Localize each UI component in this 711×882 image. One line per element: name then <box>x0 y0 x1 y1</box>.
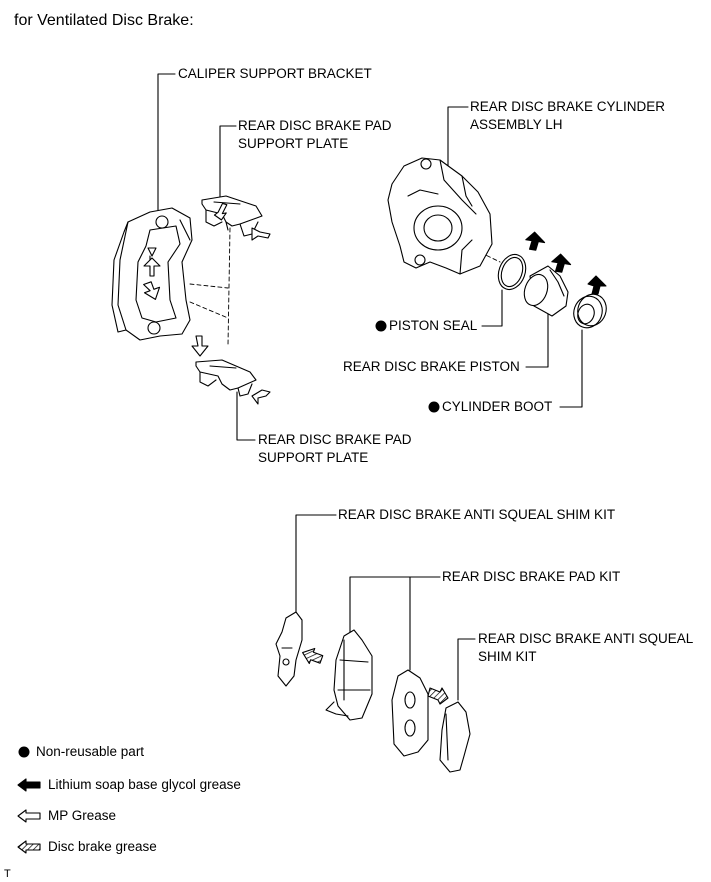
non-reusable-dot-icon <box>375 320 387 332</box>
solid-arrow-icon <box>17 778 41 792</box>
legend-mp-grease: MP Grease <box>48 808 117 823</box>
anti-squeal-shim-right <box>439 701 471 773</box>
page-title: for Ventilated Disc Brake: <box>14 12 194 29</box>
corner-mark: T <box>4 868 11 880</box>
label-cylinder-boot: CYLINDER BOOT <box>442 399 553 414</box>
brake-cylinder-assembly <box>387 157 493 275</box>
label-cylinder-assembly-line1: REAR DISC BRAKE CYLINDER <box>470 99 666 114</box>
caliper-support-bracket <box>111 207 193 341</box>
brake-piston <box>523 265 569 317</box>
legend-symbols <box>17 746 41 854</box>
legend-non-reusable: Non-reusable part <box>36 744 145 759</box>
outline-arrow-icon <box>17 809 41 823</box>
cylinder-boot <box>573 293 607 329</box>
label-anti-squeal-shim-kit-left: REAR DISC BRAKE ANTI SQUEAL SHIM KIT <box>338 507 616 522</box>
label-brake-piston: REAR DISC BRAKE PISTON <box>343 359 520 374</box>
label-anti-squeal-shim-kit-right-line1: REAR DISC BRAKE ANTI SQUEAL <box>478 631 694 646</box>
anti-squeal-shim-left <box>275 611 303 687</box>
label-pad-support-plate-lower-line1: REAR DISC BRAKE PAD <box>258 432 412 447</box>
pad-support-plate-upper <box>201 195 263 237</box>
filled-circle-icon <box>18 746 30 758</box>
label-pad-support-plate-upper-line1: REAR DISC BRAKE PAD <box>238 118 392 133</box>
brake-pad-left <box>325 629 373 721</box>
label-pad-support-plate-upper-line2: SUPPORT PLATE <box>238 136 349 151</box>
mp-grease-arrows-lower-plate <box>191 335 271 405</box>
legend-lithium-grease: Lithium soap base glycol grease <box>48 777 241 792</box>
label-pad-support-plate-lower-line2: SUPPORT PLATE <box>258 450 369 465</box>
label-cylinder-assembly-line2: ASSEMBLY LH <box>470 117 563 132</box>
disc-brake-grease-arrows <box>302 647 449 705</box>
label-anti-squeal-shim-kit-right-line2: SHIM KIT <box>478 649 537 664</box>
label-caliper-support-bracket: CALIPER SUPPORT BRACKET <box>178 66 372 81</box>
piston-seal <box>497 253 527 291</box>
mp-grease-arrows-upper-plate <box>213 202 271 241</box>
legend-disc-brake-grease: Disc brake grease <box>48 839 157 854</box>
pad-support-plate-lower <box>195 359 257 397</box>
label-piston-seal: PISTON SEAL <box>389 318 478 333</box>
leader-lines <box>157 73 583 701</box>
label-pad-kit: REAR DISC BRAKE PAD KIT <box>442 569 621 584</box>
lithium-grease-arrows <box>525 231 607 295</box>
non-reusable-dot-icon <box>428 401 440 413</box>
brake-pad-right <box>391 669 429 757</box>
mp-grease-arrows-bracket <box>143 247 161 300</box>
hatched-arrow-icon <box>17 840 41 854</box>
